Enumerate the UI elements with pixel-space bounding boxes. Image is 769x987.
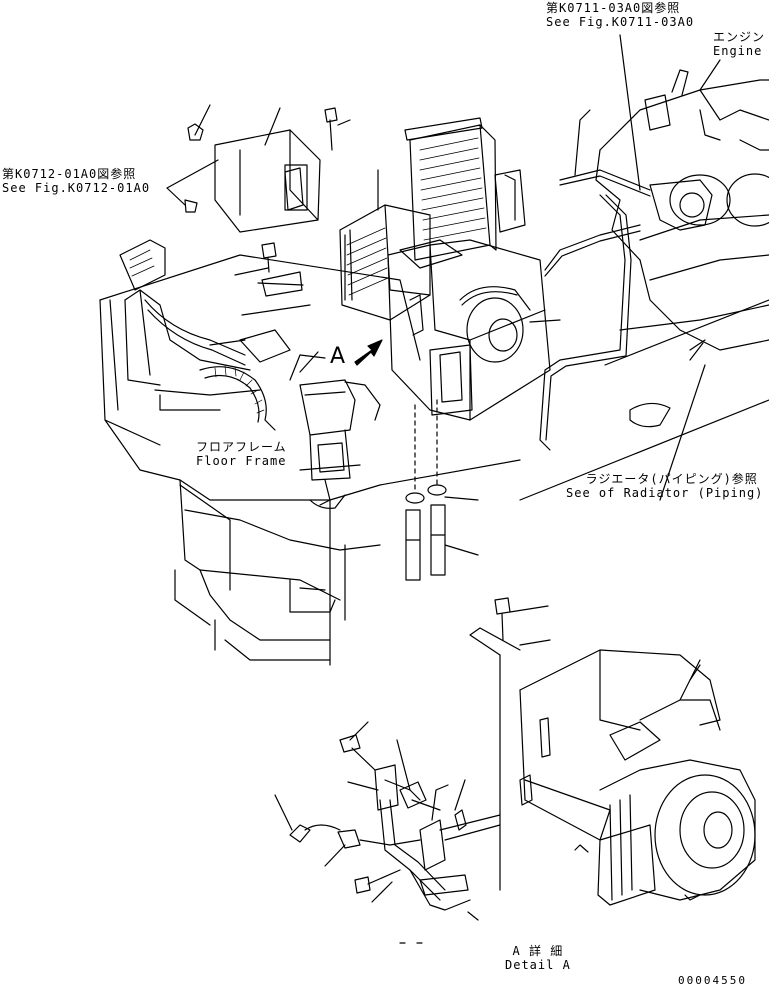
- detail-caption: A 詳 細 Detail A: [505, 944, 571, 972]
- callout-fig-k0711: 第K0711-03A0図参照 See Fig.K0711-03A0: [546, 1, 694, 29]
- callout-jp: エンジン: [713, 30, 766, 44]
- bracket: [469, 627, 521, 656]
- callout-en: Detail A: [505, 958, 571, 972]
- bracket: [261, 271, 303, 297]
- leader-line: [166, 34, 721, 501]
- callout-en: See Fig.K0712-01A0: [2, 181, 151, 195]
- callout-engine: エンジン Engine: [713, 30, 765, 58]
- callout-en: Floor Frame: [196, 454, 287, 468]
- callout-en: See Fig.K0711-03A0: [546, 15, 695, 29]
- bolt-shank: [501, 613, 504, 641]
- callout-jp: 第K0711-03A0図参照: [546, 1, 681, 15]
- detail-hose-clamp: [289, 734, 501, 911]
- hose-line: [544, 224, 641, 271]
- mount-line: [414, 399, 438, 491]
- connector-assembly: [289, 354, 381, 509]
- detail-heater-unit: [519, 649, 756, 906]
- callout-radiator: ラジエータ(パイピング)参照 See of Radiator (Piping): [566, 472, 763, 500]
- callout-jp: 第K0712-01A0図参照: [2, 167, 137, 181]
- corrugated-hose: [199, 329, 291, 431]
- leader-line: [299, 351, 319, 373]
- air-duct-hose: [119, 239, 261, 411]
- engine-outline: [519, 69, 769, 501]
- bolt-icon: [494, 597, 511, 615]
- hose-line: [544, 230, 641, 277]
- vent-duct: [214, 129, 321, 233]
- callout-fig-k0712: 第K0712-01A0図参照 See Fig.K0712-01A0: [2, 167, 150, 195]
- bolt-icon: [184, 107, 338, 273]
- view-mark: A: [330, 344, 346, 369]
- leader-line: [444, 319, 561, 556]
- callout-jp: A 詳 細: [512, 944, 564, 958]
- callout-jp: ラジエータ(パイピング)参照: [585, 472, 758, 486]
- callout-floor-frame: フロアフレーム Floor Frame: [196, 440, 287, 468]
- callout-en: Engine: [713, 44, 763, 58]
- arrow-icon: [354, 339, 383, 366]
- callout-en: See of Radiator (Piping): [566, 486, 764, 500]
- drawing-number: 00004550: [678, 974, 747, 987]
- heater-unit: [339, 117, 551, 421]
- callout-jp: フロアフレーム: [196, 440, 287, 454]
- engine-hose: [539, 109, 713, 451]
- mount-spacer: [405, 484, 447, 581]
- leader-line: [274, 605, 701, 944]
